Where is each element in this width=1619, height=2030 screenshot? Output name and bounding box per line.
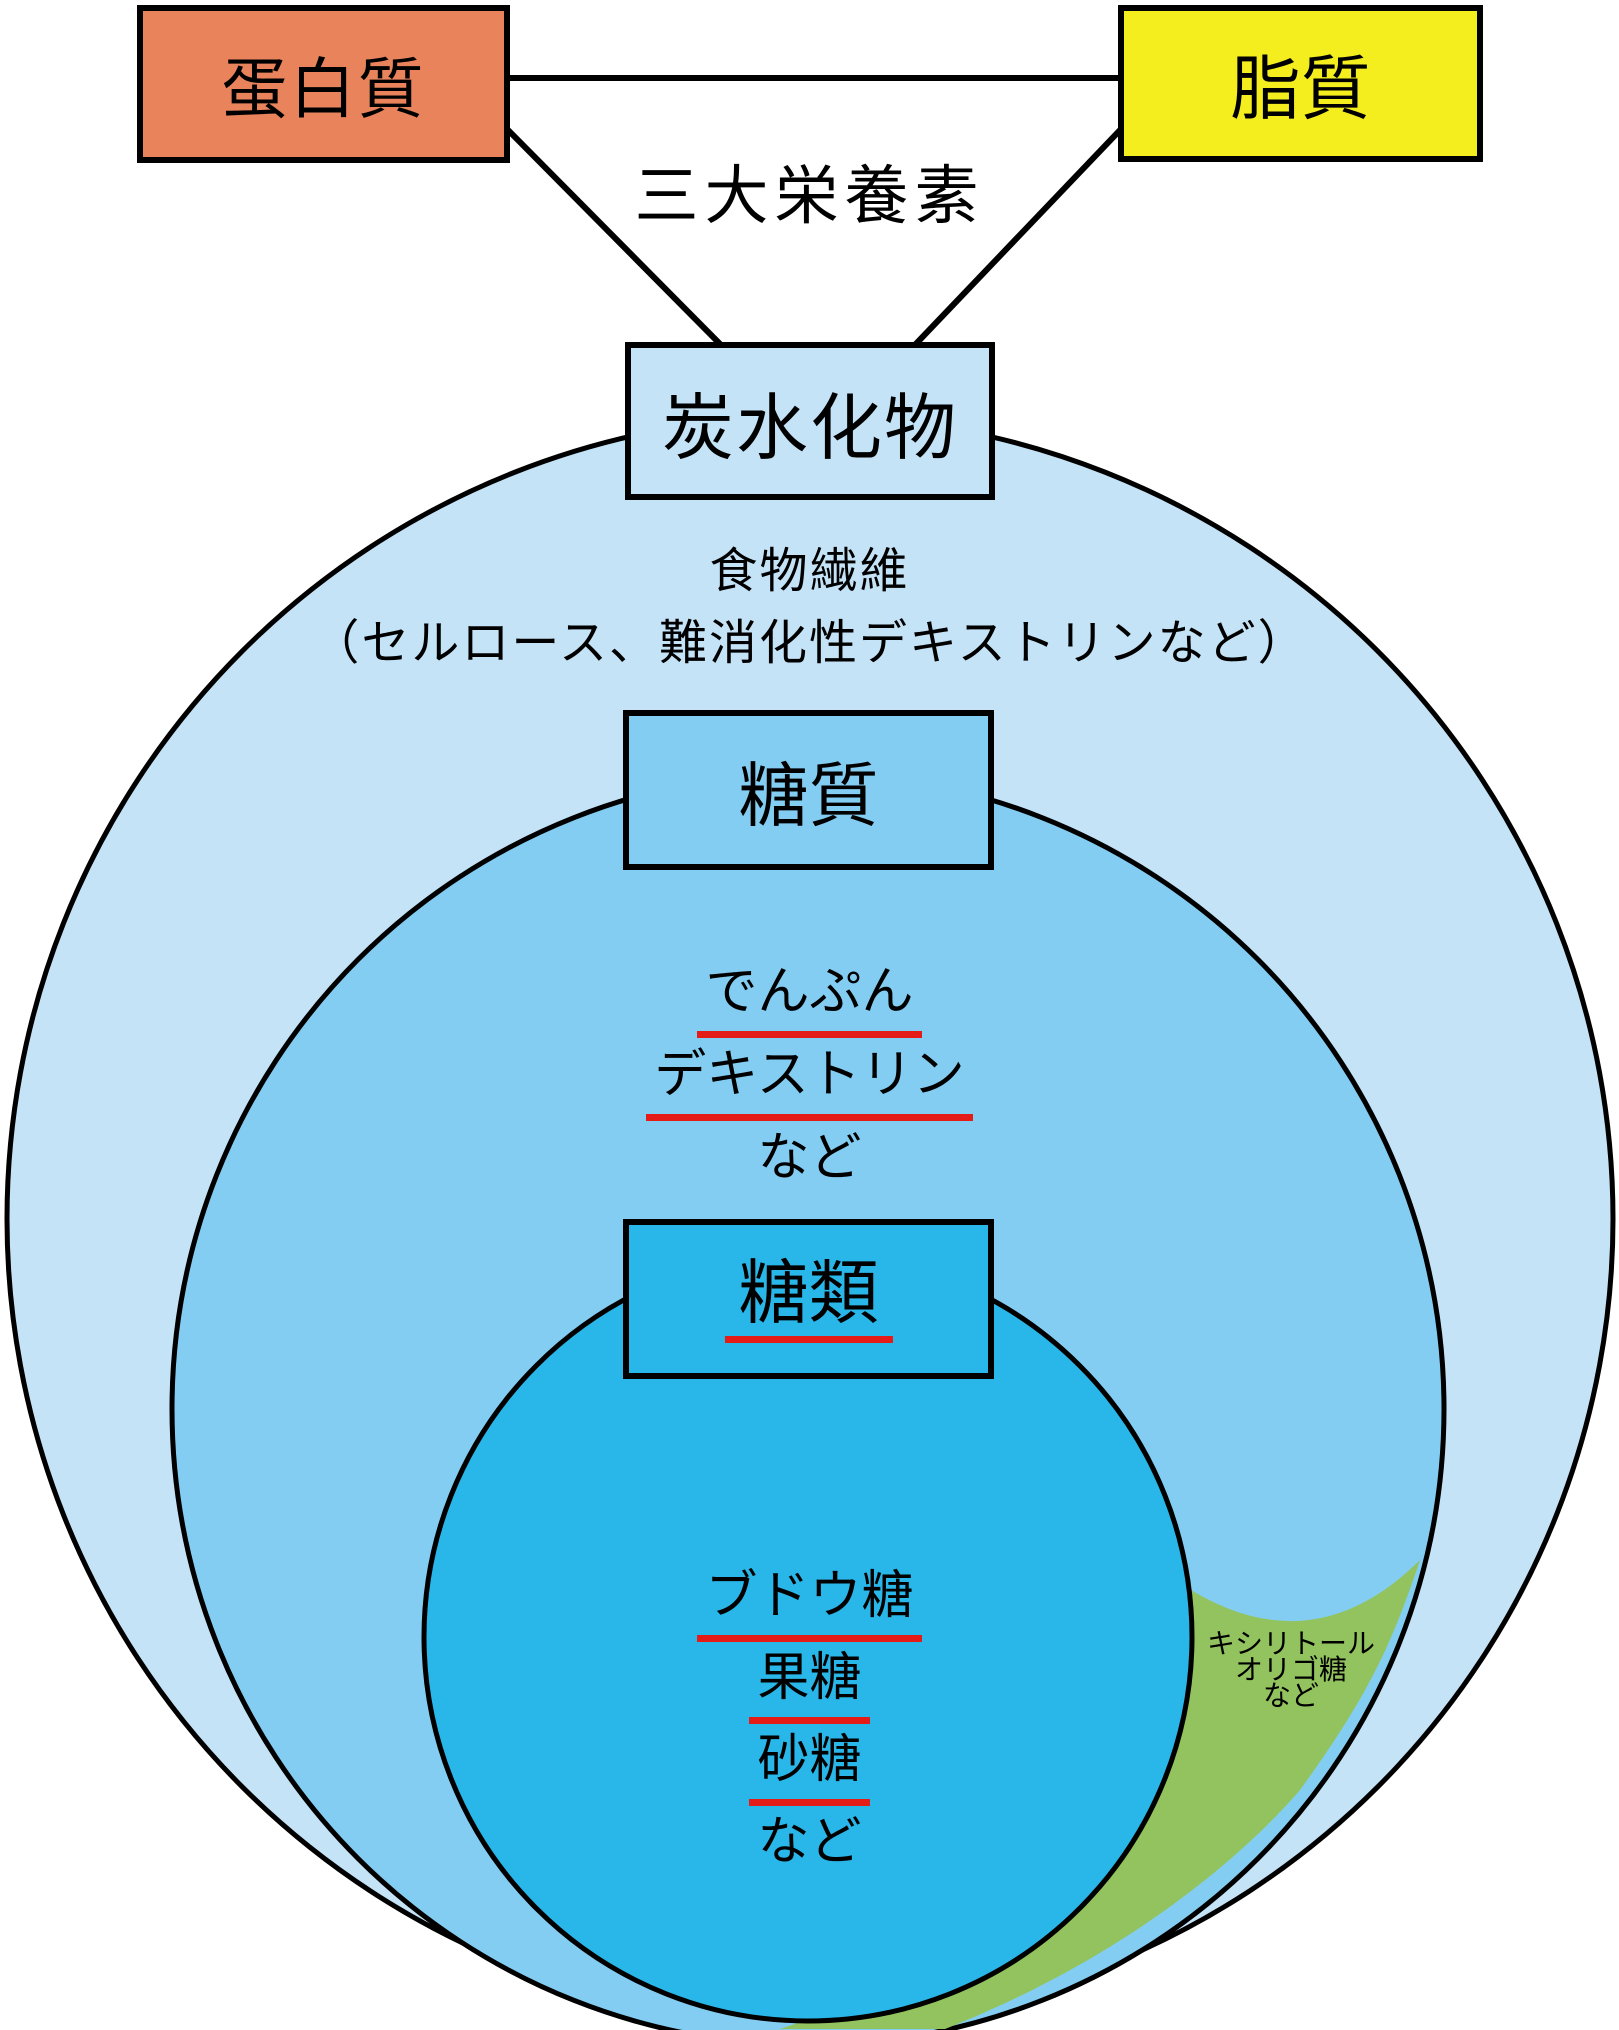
- fructose-item: 果糖: [749, 1642, 870, 1724]
- protein-label: 蛋白質: [221, 52, 426, 126]
- green-region-text: キシリトール オリゴ糖 など: [1114, 1628, 1468, 1711]
- triad-title: 三大栄養素: [634, 160, 985, 232]
- carbohydrate-label: 炭水化物: [661, 388, 958, 469]
- green-region: [780, 1560, 1420, 2029]
- glucose-item: ブドウ糖: [697, 1560, 922, 1642]
- protein-box: 蛋白質: [137, 5, 510, 163]
- sugars-label: 糖類: [724, 1255, 893, 1343]
- sugar-box: 糖質: [623, 710, 994, 870]
- carbohydrate-box: 炭水化物: [625, 342, 995, 500]
- list-item: ブドウ糖: [0, 1560, 1619, 1642]
- sucrose-item: 砂糖: [749, 1724, 870, 1806]
- starch-item: でんぷん: [697, 955, 922, 1038]
- dextrin-item: デキストリン: [646, 1038, 973, 1121]
- list-item: 砂糖: [0, 1724, 1619, 1806]
- list-item: など: [0, 1806, 1619, 1879]
- sugars-box: 糖類: [623, 1219, 994, 1379]
- fat-box: 脂質: [1118, 5, 1483, 162]
- oligosaccharide-item: オリゴ糖: [1234, 1654, 1347, 1685]
- sugars-items: ブドウ糖 果糖 砂糖 など: [0, 1560, 1619, 1879]
- etc-item: など: [757, 1129, 862, 1187]
- list-item: 果糖: [0, 1642, 1619, 1724]
- fiber-text: 食物繊維 （セルロース、難消化性デキストリンなど）: [0, 536, 1619, 680]
- fiber-title: 食物繊維: [709, 545, 910, 598]
- list-item: など: [0, 1121, 1619, 1195]
- fat-label: 脂質: [1230, 50, 1371, 128]
- etc-item: など: [757, 1813, 862, 1871]
- etc-item: など: [1262, 1680, 1319, 1711]
- sugar-label: 糖質: [738, 756, 879, 835]
- list-item: デキストリン: [0, 1038, 1619, 1121]
- xylitol-item: キシリトール: [1206, 1628, 1375, 1659]
- connector-line-fat-carbohydrate: [909, 125, 1125, 351]
- list-item: でんぷん: [0, 955, 1619, 1038]
- sugar-items: でんぷん デキストリン など: [0, 955, 1619, 1195]
- fiber-examples: （セルロース、難消化性デキストリンなど）: [311, 617, 1308, 670]
- connector-line-protein-carbohydrate: [503, 125, 727, 351]
